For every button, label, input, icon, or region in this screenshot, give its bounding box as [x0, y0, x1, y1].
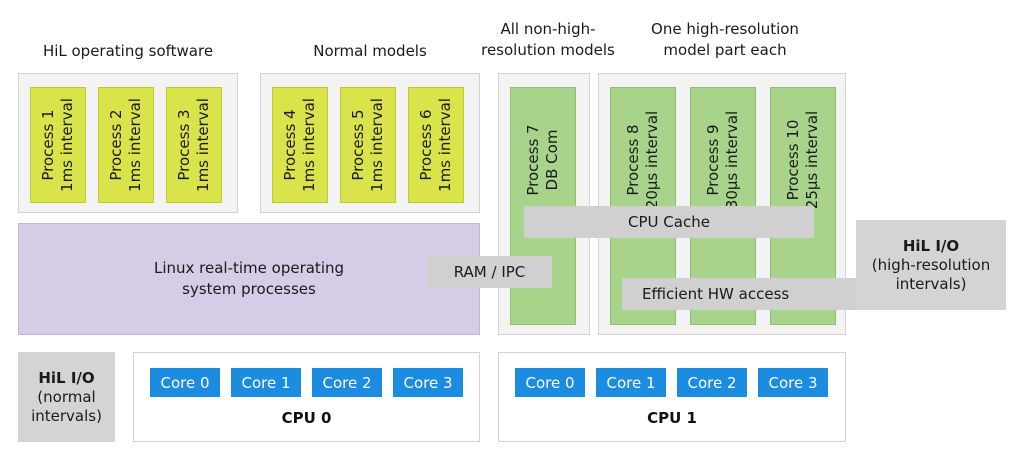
header-non-hr-line2: resolution models [481, 41, 615, 59]
hil-io-high-resolution: HiL I/O (high-resolution intervals) [856, 220, 1006, 310]
header-high-resolution-model-part: One high-resolution model part each [610, 19, 840, 61]
hil-io-normal: HiL I/O (normal intervals) [18, 352, 115, 442]
cpu-cache-bar: CPU Cache [524, 206, 814, 238]
cpu1-core-0: Core 0 [515, 368, 585, 397]
cpu1-core-2: Core 2 [677, 368, 747, 397]
cpu-0-box: Core 0 Core 1 Core 2 Core 3 CPU 0 [133, 352, 480, 442]
cpu0-core-2: Core 2 [312, 368, 382, 397]
hil-io-hr-line2: intervals) [895, 274, 967, 293]
cpu-0-label: CPU 0 [281, 409, 332, 427]
header-normal-models: Normal models [313, 42, 427, 60]
linux-label-line1: Linux real-time operating [153, 259, 345, 277]
cpu0-core-0: Core 0 [150, 368, 220, 397]
cpu1-core-3: Core 3 [758, 368, 828, 397]
header-hr-line2: model part each [663, 41, 787, 59]
hil-io-hr-title: HiL I/O [902, 236, 960, 255]
hil-io-normal-line1: (normal [37, 387, 96, 406]
cpu-1-label: CPU 1 [647, 409, 697, 427]
cpu1-core-1: Core 1 [596, 368, 666, 397]
hil-io-normal-line2: intervals) [31, 406, 102, 425]
header-hr-line1: One high-resolution [651, 20, 799, 38]
efficient-hw-access-bar: Efficient HW access [622, 278, 858, 310]
header-hil-operating-software: HiL operating software [42, 42, 214, 60]
linux-realtime-processes: Linux real-time operating system process… [18, 223, 480, 335]
cpu0-core-3: Core 3 [393, 368, 463, 397]
cpu0-core-1: Core 1 [231, 368, 301, 397]
cpu-1-box: Core 0 Core 1 Core 2 Core 3 CPU 1 [498, 352, 846, 442]
header-non-high-resolution-models: All non-high- resolution models [468, 19, 628, 61]
linux-label-line2: system processes [182, 280, 316, 298]
ram-ipc-bar: RAM / IPC [427, 256, 552, 288]
hil-io-normal-title: HiL I/O [38, 368, 95, 387]
hil-io-hr-line1: (high-resolution [871, 255, 991, 274]
header-non-hr-line1: All non-high- [500, 20, 596, 38]
